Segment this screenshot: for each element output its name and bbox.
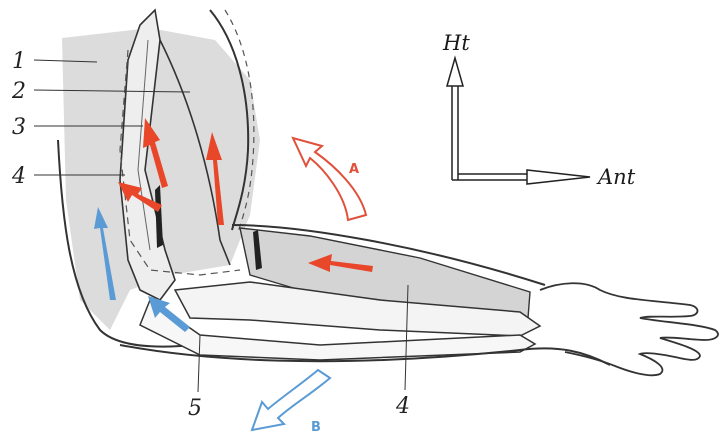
motion-arrow-b: B	[252, 370, 330, 435]
motion-arrow-a-label: A	[349, 162, 359, 177]
orientation-axes: Ht Ant	[442, 31, 636, 189]
motion-arrow-a: A	[293, 138, 366, 220]
axis-label-ht: Ht	[442, 31, 470, 55]
axis-vertical-line	[452, 85, 458, 180]
motion-arrow-b-label: B	[311, 420, 321, 435]
callout-4-lower: 4	[395, 394, 410, 419]
hand-outline	[540, 283, 718, 375]
callout-4-upper: 4	[11, 164, 26, 189]
axis-label-ant: Ant	[596, 165, 636, 189]
axis-horizontal-arrowhead	[527, 170, 590, 184]
callout-2: 2	[11, 79, 26, 104]
axis-vertical-arrowhead	[447, 58, 463, 86]
callout-3: 3	[12, 115, 26, 140]
callout-1: 1	[12, 49, 26, 74]
callout-5: 5	[188, 396, 202, 421]
